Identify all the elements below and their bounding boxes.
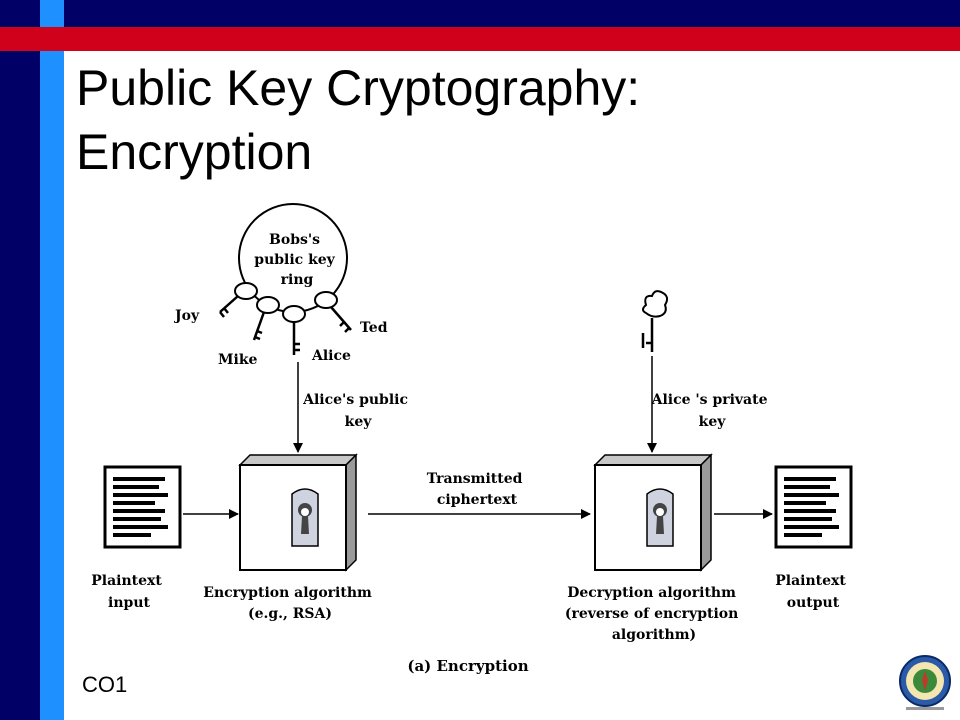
alice-key-icon: [282, 305, 306, 355]
private-key-label-line-2: key: [699, 414, 727, 430]
transmitted-label: Transmitted ciphertext: [427, 471, 528, 508]
university-seal-icon: [899, 655, 951, 710]
slide-title: Public Key Cryptography: Encryption: [76, 56, 936, 184]
decryption-algorithm-line-3: algorithm): [612, 627, 696, 643]
decryption-algorithm-label: Decryption algorithm (reverse of encrypt…: [565, 585, 743, 643]
mike-key-icon: [252, 296, 280, 341]
plaintext-output-document-icon: [774, 465, 853, 549]
decryption-box: [593, 453, 713, 572]
plaintext-output-line-1: Plaintext: [775, 573, 846, 589]
title-line-1: Public Key Cryptography:: [76, 60, 641, 116]
encryption-algorithm-line-1: Encryption algorithm: [203, 585, 372, 601]
plaintext-output-label: Plaintext output: [775, 573, 850, 611]
joy-key-icon: [219, 282, 258, 318]
left-navy-bar: [0, 0, 40, 720]
private-key-label: Alice 's private key: [651, 392, 773, 430]
transmitted-line-1: Transmitted: [427, 471, 523, 487]
plaintext-input-document-icon: [103, 465, 182, 549]
key-label-mike: Mike: [218, 352, 258, 368]
key-label-joy: Joy: [173, 308, 200, 324]
key-label-alice: Alice: [311, 348, 351, 364]
diagram-caption: (a) Encryption: [407, 657, 528, 675]
private-key-icon: [641, 290, 669, 352]
top-navy-band: [64, 0, 960, 27]
encryption-lock-icon: [291, 488, 319, 547]
plaintext-output-line-2: output: [787, 595, 840, 611]
encryption-algorithm-label: Encryption algorithm (e.g., RSA): [203, 585, 376, 622]
plaintext-input-line-2: input: [108, 595, 150, 611]
keyring-label-line-3: ring: [281, 272, 314, 288]
public-key-label: Alice's public key: [302, 392, 413, 430]
public-key-label-line-2: key: [345, 414, 373, 430]
key-label-ted: Ted: [360, 320, 388, 336]
public-key-label-line-1: Alice's public: [302, 392, 408, 408]
decryption-lock-icon: [646, 488, 674, 547]
encryption-box: [238, 453, 358, 572]
keyring-label: Bobs's public key ring: [254, 232, 339, 288]
red-band: [0, 27, 960, 51]
encryption-algorithm-line-2: (e.g., RSA): [248, 606, 332, 622]
plaintext-input-line-1: Plaintext: [91, 573, 162, 589]
keyring-label-line-2: public key: [254, 252, 335, 268]
plaintext-input-label: Plaintext input: [91, 573, 166, 611]
transmitted-line-2: ciphertext: [437, 492, 518, 508]
left-cyan-bar: [40, 0, 64, 720]
title-line-2: Encryption: [76, 124, 313, 180]
keyring-label-line-1: Bobs's: [269, 232, 320, 248]
footer-label: CO1: [82, 672, 128, 697]
ted-key-icon: [314, 291, 352, 333]
decryption-algorithm-line-2: (reverse of encryption: [565, 606, 738, 622]
private-key-label-line-1: Alice 's private: [651, 392, 768, 408]
decryption-algorithm-line-1: Decryption algorithm: [567, 585, 736, 601]
